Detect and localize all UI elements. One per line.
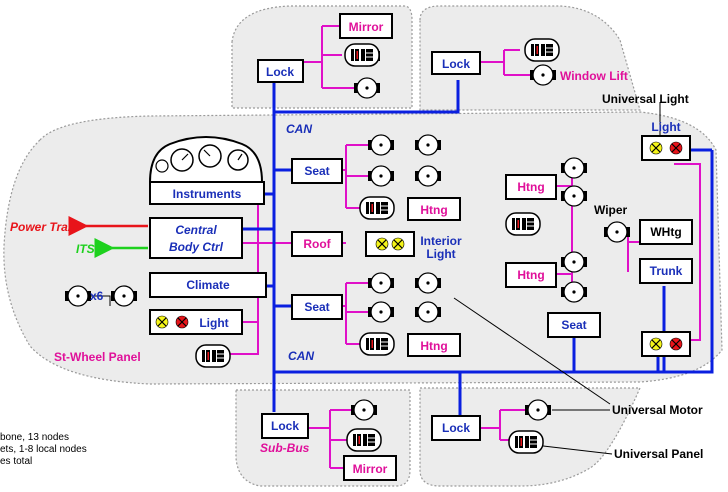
seat-front-label: Seat [304, 164, 329, 178]
universal-panel-icon [508, 430, 544, 454]
lock-rear-right-label: Lock [442, 421, 470, 435]
switch-panel-icon [524, 38, 560, 62]
mirror-bottom-label: Mirror [353, 462, 388, 476]
interior-light-label-1: Interior [420, 234, 462, 248]
seat-right-label: Seat [561, 318, 586, 332]
switch-panel-icon [505, 212, 541, 236]
roof-label: Roof [303, 237, 331, 251]
can-bus-label-bottom: CAN [288, 349, 314, 363]
seat-front-box [291, 158, 343, 184]
instruments-box [149, 181, 265, 205]
central-body-ctrl-label-1: Central [175, 223, 217, 237]
switch-panel-icon [359, 196, 395, 220]
lock-front-right-box [431, 51, 481, 75]
seat-rear-box [291, 294, 343, 320]
climate-box [149, 272, 267, 298]
switch-panel-icon [344, 43, 380, 67]
note-line-3: es total [0, 456, 32, 467]
window-lift-label: Window Lift [560, 69, 628, 83]
lamp-icon [649, 337, 663, 351]
lamp-icon [391, 237, 405, 251]
mirror-bottom-box [343, 455, 397, 481]
wheat-box [639, 219, 693, 245]
switch-panel-icon [359, 332, 395, 356]
central-body-ctrl-label-2: Body Ctrl [169, 240, 224, 254]
climate-label: Climate [186, 278, 230, 292]
note-line-2: ets, 1-8 local nodes [0, 444, 87, 455]
st-wheel-panel-icon [195, 344, 231, 368]
mirror-top-label: Mirror [349, 20, 384, 34]
light-left-label: Light [199, 316, 228, 330]
node-labels: Lock Lock Mirror Instruments Central Bod… [169, 20, 683, 476]
instruments-label: Instruments [173, 187, 242, 201]
roof-box [291, 231, 343, 257]
lock-front-left-label: Lock [266, 65, 294, 79]
htng-front-box [407, 197, 461, 221]
node-boxes [149, 13, 693, 481]
trunk-box [639, 258, 693, 284]
wiper-label: Wiper [594, 203, 628, 217]
mirror-top-box [339, 13, 393, 39]
gauge-cluster-icon [148, 136, 264, 183]
universal-light-label: Universal Light [602, 92, 689, 106]
universal-motor-label: Universal Motor [612, 403, 703, 417]
lock-rear-right-box [431, 415, 481, 441]
external-links [68, 216, 148, 258]
light-right-bottom-box [641, 331, 691, 357]
seat-rear-label: Seat [304, 300, 329, 314]
lamp-icon [669, 337, 683, 351]
htng-right-top-box [505, 174, 557, 200]
st-wheel-panel-label: St-Wheel Panel [54, 350, 141, 364]
interior-light-lamps-box [365, 231, 415, 257]
lamp-icon [375, 237, 389, 251]
interior-light-label-2: Light [426, 247, 455, 261]
switch-panel-icon [346, 428, 382, 452]
htng-front-label: Htng [420, 203, 447, 217]
lamp-icon [155, 315, 169, 329]
notes: bone, 13 nodes ets, 1-8 local nodes es t… [0, 432, 87, 467]
note-line-1: bone, 13 nodes [0, 432, 69, 443]
lock-front-right-label: Lock [442, 57, 470, 71]
x6-label: x6 [90, 289, 104, 303]
light-right-label: Light [651, 120, 680, 134]
htng-rear-box [407, 333, 461, 357]
central-body-ctrl-box [149, 217, 243, 259]
sub-bus-label: Sub-Bus [260, 441, 310, 455]
htng-right-bottom-box [505, 262, 557, 288]
wheat-label: WHtg [650, 225, 681, 239]
free-labels: CAN CAN Sub-Bus Window Lift Universal Li… [10, 69, 703, 461]
seat-right-box [547, 312, 601, 338]
can-bus-label-top: CAN [286, 122, 312, 136]
htng-rear-label: Htng [420, 339, 447, 353]
universal-panel-label: Universal Panel [614, 447, 703, 461]
lock-rear-left-label: Lock [271, 419, 299, 433]
htng-right-bottom-label: Htng [517, 268, 544, 282]
light-right-top-box [641, 135, 691, 161]
lamp-icon [649, 141, 663, 155]
trunk-label: Trunk [650, 264, 683, 278]
lamp-icon [669, 141, 683, 155]
lamp-icon [175, 315, 189, 329]
its-label: ITS [76, 242, 95, 256]
lock-rear-left-box [261, 413, 309, 439]
can-bus-wiring [242, 80, 714, 420]
power-train-label: Power Train [10, 220, 78, 234]
lock-front-left-box [257, 59, 304, 83]
htng-right-top-label: Htng [517, 180, 544, 194]
